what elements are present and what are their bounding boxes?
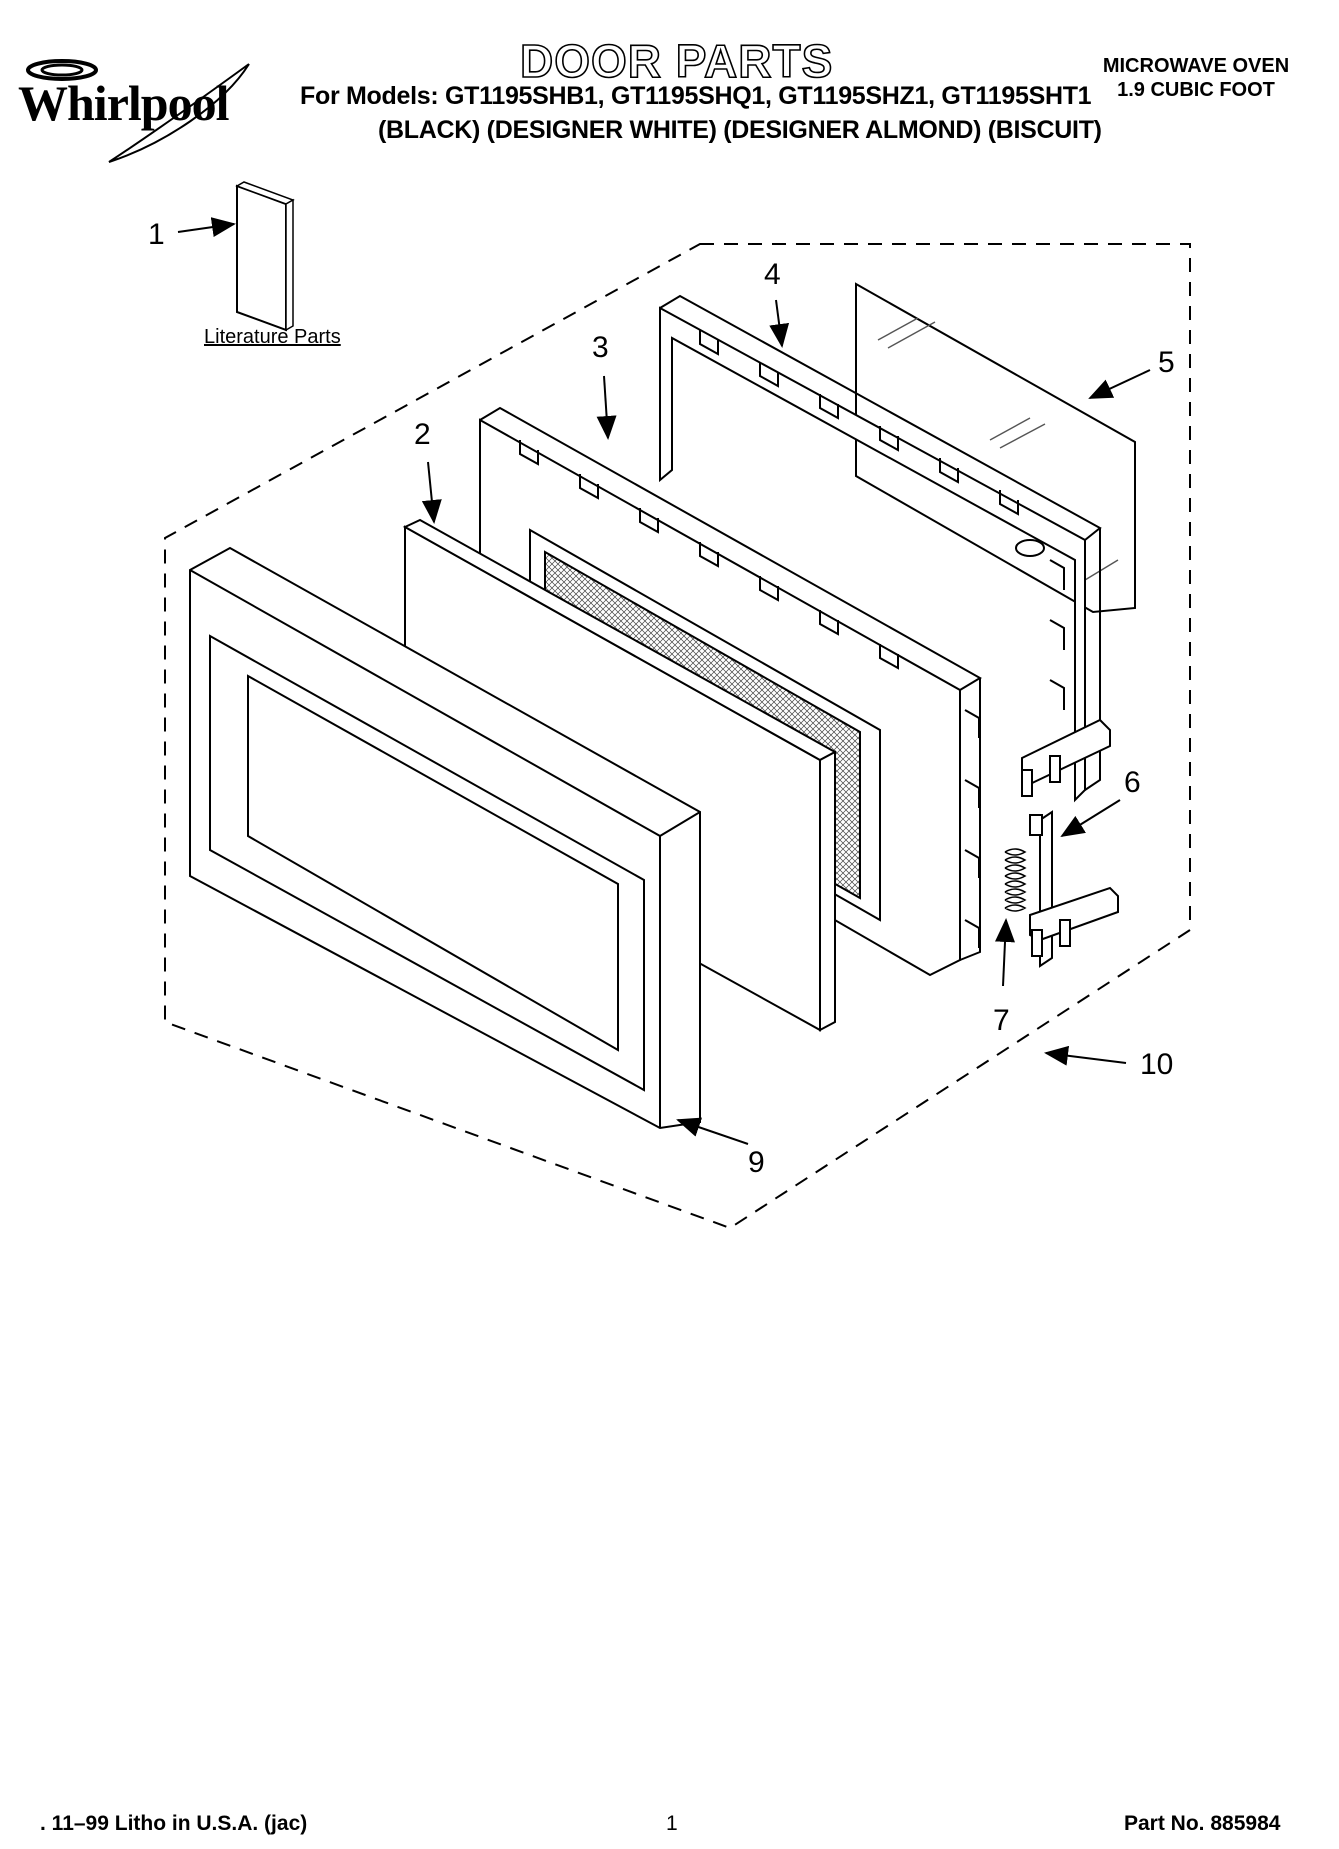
page-title: DOOR PARTS xyxy=(519,34,834,88)
callout-7: 7 xyxy=(993,1004,1010,1037)
model-list: For Models: GT1195SHB1, GT1195SHQ1, GT11… xyxy=(300,82,1092,110)
callout-1: 1 xyxy=(148,218,165,251)
callout-9: 9 xyxy=(748,1146,765,1179)
color-list: (BLACK) (DESIGNER WHITE) (DESIGNER ALMON… xyxy=(378,116,1102,144)
latch-spring xyxy=(1004,848,1027,912)
callout-4: 4 xyxy=(764,258,781,291)
product-info: MICROWAVE OVEN 1.9 CUBIC FOOT xyxy=(1090,54,1302,102)
whirlpool-logo: Whirlpool xyxy=(14,44,264,164)
product-capacity: 1.9 CUBIC FOOT xyxy=(1117,79,1275,101)
literature-parts-label: Literature Parts xyxy=(204,326,341,348)
brand-name: Whirlpool xyxy=(18,75,229,131)
door-assembly-outline xyxy=(164,243,1191,1230)
callout-leaders xyxy=(177,217,1151,1145)
callout-2: 2 xyxy=(414,418,431,451)
callout-6: 6 xyxy=(1124,766,1141,799)
inner-door-frame xyxy=(659,294,1102,803)
page-number: 1 xyxy=(666,1812,678,1835)
callout-5: 5 xyxy=(1158,346,1175,379)
part-number: Part No. 885984 xyxy=(1124,1812,1281,1835)
outer-door-panel xyxy=(189,546,701,1130)
litho-info: . 11–99 Litho in U.S.A. (jac) xyxy=(40,1812,308,1835)
literature-booklet xyxy=(235,181,295,332)
callout-3: 3 xyxy=(592,331,609,364)
callout-10: 10 xyxy=(1140,1048,1173,1081)
door-latch xyxy=(1021,718,1119,968)
logo-swirl-icon xyxy=(26,59,250,163)
product-type: MICROWAVE OVEN xyxy=(1102,55,1290,77)
